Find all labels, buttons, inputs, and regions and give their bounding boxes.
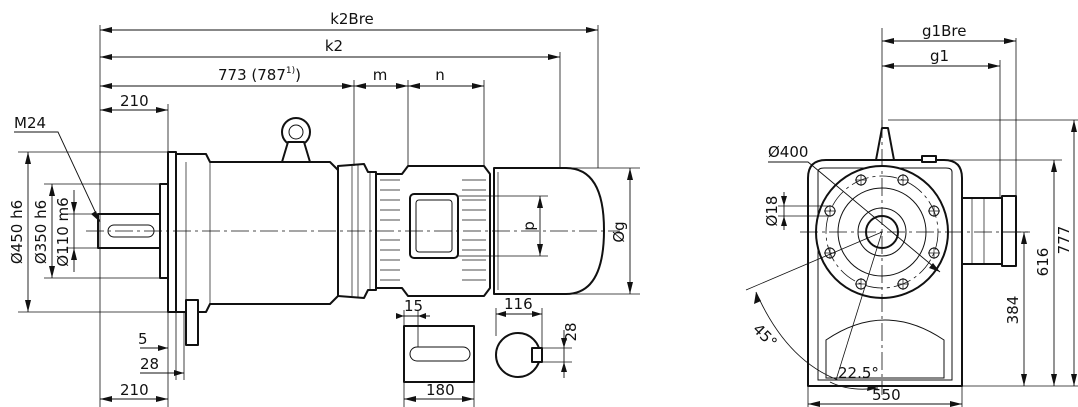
arrow-5 (158, 345, 168, 351)
arrow-arc-22 (867, 385, 878, 391)
front-motor-stub (961, 197, 1003, 265)
hole-crosses (824, 174, 940, 290)
front-housing-inner (817, 167, 953, 381)
key-shaft-end (403, 325, 475, 383)
label-5: 5 (138, 330, 148, 348)
arrows-15 (396, 313, 426, 319)
front-view: Ø400 Ø18 45° 22.5° 550 g1Bre g1 (745, 22, 1078, 407)
label-m24: M24 (14, 114, 46, 132)
label-n: n (435, 66, 445, 84)
mounting-flange (167, 151, 177, 313)
ext-22-ray (835, 231, 883, 381)
label-15: 15 (404, 297, 423, 315)
label-18: Ø18 (763, 196, 781, 227)
lifting-eye (281, 117, 311, 163)
label-350: Ø350 h6 (32, 200, 50, 264)
arrow-m24 (91, 211, 100, 222)
arrows-110 (71, 202, 77, 260)
label-22: 22.5° (838, 364, 879, 382)
leader-m24 (14, 131, 101, 223)
arrow-arc-45 (754, 292, 761, 304)
motor-fan-cover (493, 167, 605, 295)
arrows-m (354, 83, 408, 89)
label-550: 550 (872, 386, 901, 404)
shaft-section-key (531, 347, 543, 363)
label-616: 616 (1034, 248, 1052, 277)
arc-45 (755, 291, 839, 381)
housing-lower-foot (185, 299, 199, 346)
label-45: 45° (749, 320, 781, 352)
label-28: 28 (562, 322, 580, 341)
arrows-18 (781, 196, 787, 226)
terminal-box (409, 193, 459, 259)
arrow-28-left (174, 370, 184, 376)
key-detail: 15 180 116 28 (396, 295, 580, 407)
gear-housing (175, 153, 339, 313)
label-773: 773 (7871)) (218, 66, 301, 84)
arrows-116 (496, 311, 542, 317)
arrow-400 (929, 263, 940, 272)
label-28-left: 28 (140, 355, 159, 373)
side-view: k2Bre k2 773 (7871)) m n 210 210 5 (8, 10, 640, 407)
label-110: Ø110 m6 (54, 197, 72, 266)
arrows-p (537, 196, 543, 256)
label-180: 180 (426, 381, 455, 399)
key-slot (409, 346, 471, 362)
label-450: Ø450 h6 (8, 200, 26, 264)
ext-45-ray (745, 231, 883, 291)
front-top-lug (921, 155, 937, 163)
label-g1bre: g1Bre (922, 22, 966, 40)
label-p: p (520, 221, 538, 231)
label-384: 384 (1004, 296, 1022, 325)
motor-cooling-fins (380, 179, 486, 281)
label-116: 116 (504, 295, 533, 313)
label-k2bre: k2Bre (330, 10, 374, 28)
leader-400 (768, 161, 941, 273)
arrows-g1 (882, 63, 1000, 69)
label-g: Øg (610, 221, 628, 242)
label-210-bottom: 210 (120, 381, 149, 399)
label-210-top: 210 (120, 92, 149, 110)
breather (875, 127, 895, 161)
terminal-box-inner (415, 199, 453, 253)
front-base-recess (825, 319, 945, 379)
label-400: Ø400 (768, 143, 808, 161)
label-777: 777 (1055, 226, 1073, 255)
label-g1: g1 (930, 47, 949, 65)
label-k2: k2 (325, 37, 343, 55)
label-m: m (373, 66, 388, 84)
front-motor-stub-end (1001, 195, 1017, 267)
arrows-28 (561, 338, 567, 372)
